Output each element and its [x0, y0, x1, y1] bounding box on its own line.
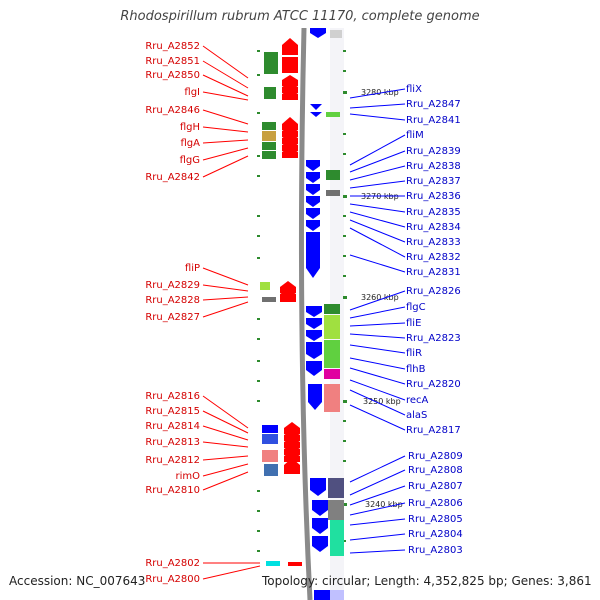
left-gene-labels: Rru_A2852 Rru_A2851 Rru_A2850 flgI Rru_A…: [145, 41, 200, 585]
right-cog-blocks: [324, 30, 344, 600]
scale-tick: 3260 kbp: [361, 293, 399, 302]
gene-label: Rru_A2846: [145, 105, 200, 116]
gene-label: Rru_A2833: [406, 237, 461, 248]
gene-label: fliM: [406, 130, 424, 141]
gene-label: Rru_A2829: [145, 280, 200, 291]
gene-label: Rru_A2850: [145, 70, 200, 81]
scale-tick: 3240 kbp: [365, 500, 403, 509]
scale-ticks: 3280 kbp 3270 kbp 3260 kbp 3250 kbp 3240…: [343, 88, 403, 509]
gene-label: Rru_A2814: [145, 421, 200, 432]
gene-label: Rru_A2800: [145, 574, 200, 585]
gene-label: Rru_A2838: [406, 161, 461, 172]
right-connector-lines: [349, 88, 406, 554]
gene-label: Rru_A2804: [408, 529, 463, 540]
gene-label: Rru_A2852: [145, 41, 200, 52]
gene-label: flhB: [406, 364, 426, 375]
gene-label: Rru_A2835: [406, 207, 461, 218]
genome-backbone: [299, 27, 313, 600]
map-title: Rhodospirillum rubrum ATCC 11170, comple…: [120, 9, 480, 24]
gene-label: flgA: [181, 138, 201, 149]
gene-label: flgI: [184, 87, 200, 98]
gene-label: Rru_A2806: [408, 498, 463, 509]
gene-label: Rru_A2831: [406, 267, 461, 278]
topology-label: Topology: circular; Length: 4,352,825 bp…: [262, 574, 592, 588]
scale-tick: 3280 kbp: [361, 88, 399, 97]
gene-label: Rru_A2803: [408, 545, 463, 556]
gene-label: Rru_A2809: [408, 451, 463, 462]
gene-label: Rru_A2836: [406, 191, 461, 202]
gene-label: Rru_A2808: [408, 465, 463, 476]
gene-label: Rru_A2834: [406, 222, 461, 233]
right-gene-labels: fliX Rru_A2847 Rru_A2841 fliM Rru_A2839 …: [406, 84, 463, 556]
gene-label: Rru_A2827: [145, 312, 200, 323]
gene-label: Rru_A2807: [408, 481, 463, 492]
forward-strand-features: [280, 38, 300, 474]
gene-label: recA: [406, 395, 429, 406]
gene-label: alaS: [406, 410, 427, 421]
gene-label: flgH: [180, 122, 200, 133]
gene-label: Rru_A2812: [145, 455, 200, 466]
gene-label: Rru_A2805: [408, 514, 463, 525]
gene-label: Rru_A2841: [406, 115, 461, 126]
gene-label: fliP: [185, 263, 200, 274]
gene-label: Rru_A2839: [406, 146, 461, 157]
gene-label: Rru_A2813: [145, 437, 200, 448]
gene-label: Rru_A2815: [145, 406, 200, 417]
reverse-strand-features: [306, 28, 330, 600]
gene-label: Rru_A2826: [406, 286, 461, 297]
gene-label: Rru_A2817: [406, 425, 461, 436]
gene-label: Rru_A2823: [406, 333, 461, 344]
gene-label: Rru_A2802: [145, 558, 200, 569]
gene-label: fliE: [406, 318, 421, 329]
gene-label: Rru_A2837: [406, 176, 461, 187]
gene-label: Rru_A2810: [145, 485, 200, 496]
gene-label: flgG: [180, 155, 200, 166]
gene-label: Rru_A2816: [145, 391, 200, 402]
gene-label: Rru_A2832: [406, 252, 461, 263]
scale-tick: 3250 kbp: [363, 397, 401, 406]
left-connector-lines: [202, 45, 261, 580]
gene-label: Rru_A2842: [145, 172, 200, 183]
left-cog-blocks: [260, 52, 302, 566]
gene-label: Rru_A2847: [406, 99, 461, 110]
gene-label: Rru_A2851: [145, 56, 200, 67]
gene-label: flgC: [406, 302, 426, 313]
minor-ticks: [257, 50, 346, 552]
gene-label: fliR: [406, 348, 422, 359]
gene-label: rimO: [175, 471, 200, 482]
gene-label: Rru_A2820: [406, 379, 461, 390]
gene-label: Rru_A2828: [145, 295, 200, 306]
gene-label: fliX: [406, 84, 422, 95]
accession-label: Accession: NC_007643: [9, 574, 146, 588]
